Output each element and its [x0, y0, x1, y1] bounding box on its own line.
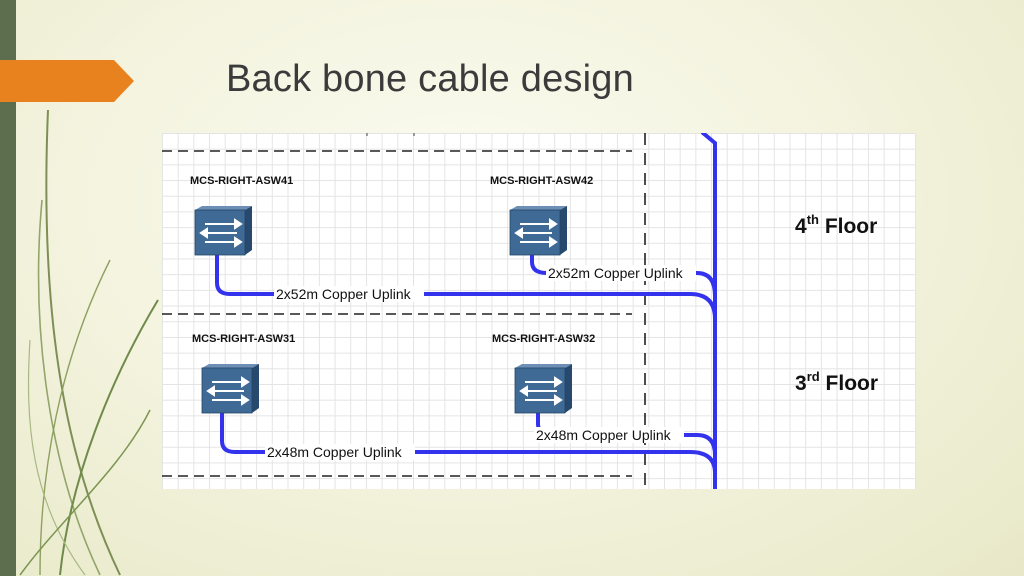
- switch-asw41: [194, 206, 252, 256]
- vertical-backbone-cable: [701, 133, 717, 489]
- switch-asw32: [514, 364, 572, 414]
- uplink-label-asw41: 2x52m Copper Uplink: [276, 286, 412, 302]
- uplink-label-asw31: 2x48m Copper Uplink: [267, 444, 403, 460]
- title-accent-tab: [0, 60, 134, 102]
- floor-label-4th: 4th Floor: [795, 212, 877, 238]
- switch-name-asw41: MCS-RIGHT-ASW41: [190, 175, 293, 187]
- grass-decoration: [19, 109, 159, 576]
- slide-title: Back bone cable design: [226, 58, 634, 100]
- uplink-label-asw32: 2x48m Copper Uplink: [536, 427, 672, 443]
- uplink-label-asw42: 2x52m Copper Uplink: [548, 265, 684, 281]
- switch-name-asw42: MCS-RIGHT-ASW42: [490, 175, 593, 187]
- switch-asw31: [201, 364, 259, 414]
- switch-name-asw31: MCS-RIGHT-ASW31: [192, 333, 295, 345]
- cable-asw41: [215, 251, 717, 321]
- network-switch-icon: [519, 376, 563, 406]
- left-accent-bar: [0, 0, 16, 576]
- switch-name-asw32: MCS-RIGHT-ASW32: [492, 333, 595, 345]
- cable-asw31: [220, 411, 717, 475]
- network-switch-icon: [514, 218, 558, 248]
- network-switch-icon: [199, 218, 243, 248]
- backbone-diagram: MCS-RIGHT-ASW41 MCS-RIGHT-ASW42 MCS-RIGH…: [162, 133, 916, 489]
- floor-label-3rd: 3rd Floor: [795, 369, 878, 395]
- network-switch-icon: [206, 376, 250, 406]
- switch-asw42: [509, 206, 567, 256]
